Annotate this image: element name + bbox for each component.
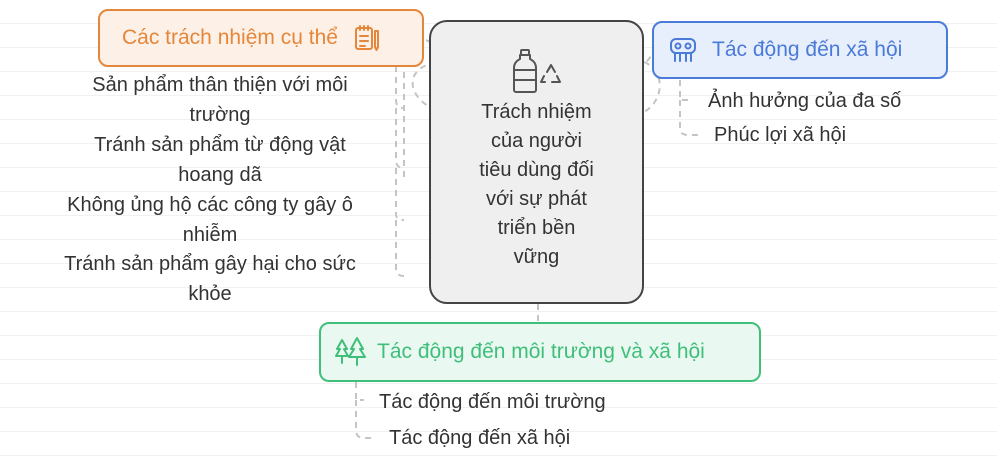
- leaf-text: Sản phẩm thân thiện với môi: [92, 74, 348, 96]
- bottle-recycle-icon: [511, 48, 563, 94]
- notepad-pencil-icon: [352, 23, 382, 53]
- trees-icon: [333, 336, 367, 368]
- specific-item-no-polluters: Không ủng hộ các công ty gây ô nhiễm: [20, 190, 400, 250]
- central-topic-line: tiêu dùng đối: [479, 159, 594, 181]
- leaf-text: Phúc lợi xã hội: [714, 124, 847, 146]
- leaf-text: khỏe: [188, 283, 232, 305]
- env-social-item-society: Tác động đến xã hội: [389, 423, 570, 453]
- branch-label: Các trách nhiệm cụ thể: [122, 26, 338, 49]
- branch-social-impact[interactable]: Tác động đến xã hội: [652, 21, 948, 79]
- branch-label: Tác động đến môi trường và xã hội: [377, 340, 705, 363]
- central-topic-text: Trách nhiệm của người tiêu dùng đối với …: [479, 98, 594, 272]
- env-social-item-environment: Tác động đến môi trường: [379, 387, 606, 417]
- leaf-text: Tác động đến xã hội: [389, 427, 571, 449]
- leaf-text: hoang dã: [178, 164, 262, 186]
- leaf-text: trường: [189, 104, 251, 126]
- branch-specific-responsibilities[interactable]: Các trách nhiệm cụ thể: [98, 9, 424, 67]
- specific-item-avoid-harmful: Tránh sản phẩm gây hại cho sức khỏe: [20, 249, 400, 309]
- central-topic-node[interactable]: Trách nhiệm của người tiêu dùng đối với …: [429, 20, 644, 304]
- leaf-text: Không ủng hộ các công ty gây ô: [67, 194, 353, 216]
- leaf-text: Tác động đến môi trường: [379, 391, 606, 413]
- central-topic-line: với sự phát: [485, 188, 587, 210]
- central-topic-line: vững: [513, 246, 560, 268]
- central-topic-line: Trách nhiệm: [481, 101, 592, 123]
- leaf-text: Tránh sản phẩm gây hại cho sức: [64, 253, 356, 275]
- specific-item-avoid-wildlife: Tránh sản phẩm từ động vật hoang dã: [40, 130, 400, 190]
- social-item-welfare: Phúc lợi xã hội: [714, 120, 846, 150]
- central-topic-line: của người: [490, 130, 582, 152]
- leaf-text: nhiễm: [182, 224, 238, 246]
- specific-item-eco-products: Sản phẩm thân thiện với môi trường: [40, 70, 400, 130]
- people-group-icon: [668, 35, 698, 65]
- branch-label: Tác động đến xã hội: [712, 38, 903, 61]
- social-item-majority: Ảnh hưởng của đa số: [708, 86, 901, 116]
- branch-env-social-impact[interactable]: Tác động đến môi trường và xã hội: [319, 322, 761, 382]
- leaf-text: Ảnh hưởng của đa số: [708, 90, 902, 112]
- leaf-text: Tránh sản phẩm từ động vật: [94, 134, 346, 156]
- central-topic-line: triển bền: [497, 217, 576, 239]
